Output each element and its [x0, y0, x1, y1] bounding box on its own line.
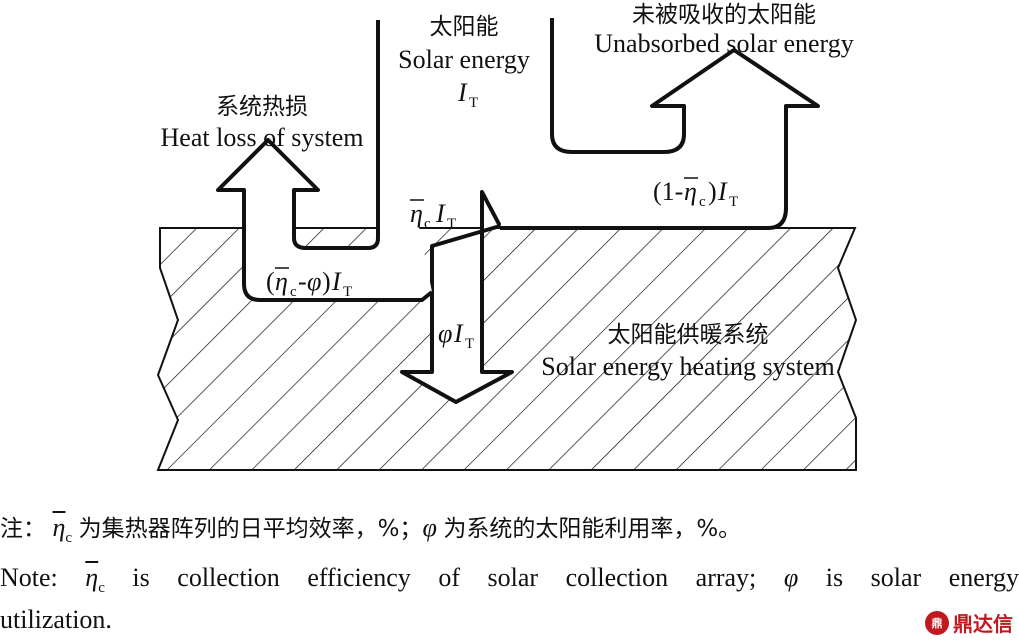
svg-text:(: ( [266, 267, 275, 296]
watermark-logo: 鼎 鼎达信 [925, 608, 1013, 637]
svg-text:I: I [331, 267, 342, 296]
note-cn: 注： ηc 为集热器阵列的日平均效率，%；φ 为系统的太阳能利用率，%。 [0, 513, 742, 547]
note-en-line1: Note: ηc is collection efficiency of sol… [0, 563, 1019, 597]
svg-text:c: c [424, 216, 431, 232]
utilized-formula: φ I T [438, 319, 474, 352]
svg-text:): ) [708, 177, 717, 206]
logo-text: 鼎达信 [953, 612, 1013, 636]
svg-text:c: c [290, 284, 297, 300]
svg-text:η: η [275, 267, 288, 296]
unabsorbed-formula: (1- η c ) I T [653, 177, 738, 210]
svg-text:T: T [729, 194, 738, 210]
svg-text:I: I [457, 78, 468, 107]
solar-label-cn: 太阳能 [430, 14, 499, 40]
svg-text:T: T [447, 216, 456, 232]
logo-icon: 鼎 [925, 610, 949, 635]
svg-text:T: T [465, 336, 474, 352]
svg-text:φ: φ [307, 267, 321, 296]
heatloss-label-en: Heat loss of system [161, 123, 364, 152]
unabsorbed-label-cn: 未被吸收的太阳能 [632, 2, 816, 28]
energy-flow-diagram: 太阳能 Solar energy I T 未被吸收的太阳能 Unabsorbed… [156, 2, 858, 471]
unabsorbed-energy-arrow [500, 18, 820, 230]
svg-text:): ) [322, 267, 331, 296]
svg-text:φ: φ [438, 319, 452, 348]
heatloss-label-cn: 系统热损 [216, 94, 308, 120]
collected-formula: η c I T [410, 199, 456, 232]
svg-text:η: η [684, 177, 697, 206]
svg-text:(1-: (1- [653, 177, 683, 206]
svg-text:T: T [469, 95, 478, 111]
solar-label-en: Solar energy [398, 45, 530, 74]
svg-text:η: η [410, 199, 423, 228]
note-en-line2: utilization. [0, 605, 112, 634]
system-label-cn: 太阳能供暖系统 [608, 322, 769, 348]
svg-text:I: I [717, 177, 728, 206]
svg-text:-: - [298, 267, 307, 296]
svg-text:I: I [453, 319, 464, 348]
heatloss-formula: ( η c - φ ) I T [266, 267, 352, 300]
solar-symbol: I T [457, 78, 478, 111]
system-label-en: Solar energy heating system [541, 352, 834, 381]
absorbed-energy-arrow [400, 190, 514, 404]
svg-text:T: T [343, 284, 352, 300]
unabsorbed-label-en: Unabsorbed solar energy [594, 29, 853, 58]
svg-text:I: I [435, 199, 446, 228]
svg-text:c: c [699, 194, 706, 210]
